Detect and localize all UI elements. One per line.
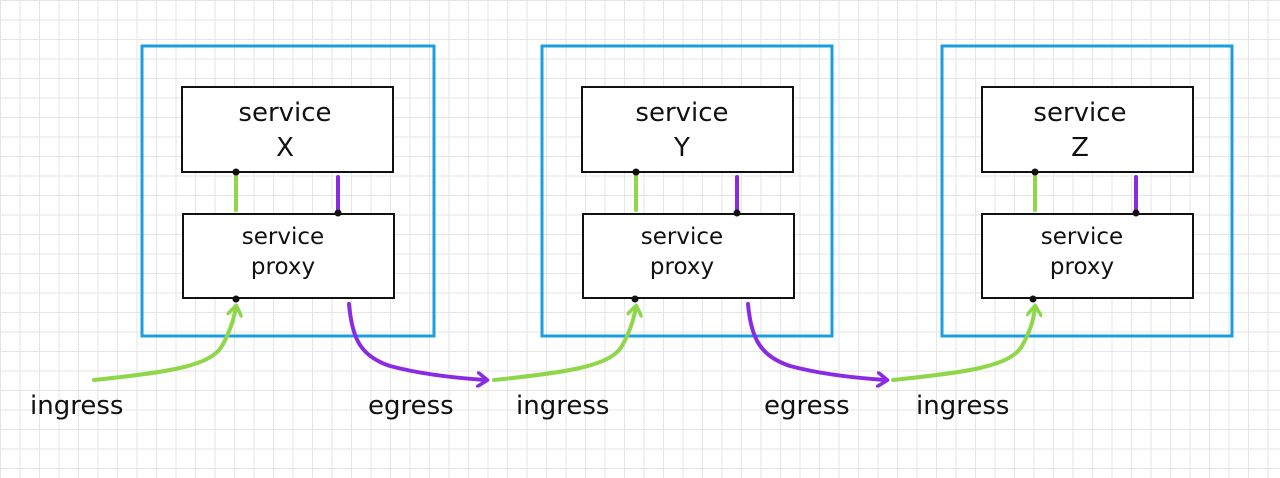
service-group-y: service Y service proxy: [540, 44, 834, 338]
ingress-label: ingress: [916, 391, 1009, 421]
proxy-box: [981, 213, 1194, 299]
ingress-label: ingress: [516, 391, 609, 421]
service-name: Y: [673, 133, 690, 163]
ingress-arrow-x: [92, 307, 236, 382]
egress-arrow-x: [347, 302, 486, 380]
connector-dot: [232, 295, 240, 303]
connector-dot: [733, 209, 741, 217]
service-box-label: service: [1033, 98, 1126, 128]
service-group-x: service X service proxy: [140, 44, 436, 338]
proxy-label-line1: service: [1041, 224, 1123, 250]
proxy-box: [582, 213, 795, 299]
ingress-arrow-y: [492, 307, 636, 382]
service-box-label: service: [238, 98, 331, 128]
ingress-label: ingress: [30, 391, 123, 421]
connector-dot: [1132, 209, 1140, 217]
egress-label: egress: [368, 391, 454, 421]
proxy-label-line2: proxy: [650, 254, 714, 280]
connector-dot: [334, 209, 342, 217]
service-name: X: [276, 133, 294, 163]
proxy-label-line2: proxy: [1050, 254, 1114, 280]
proxy-label-line2: proxy: [251, 254, 315, 280]
connector-dot: [232, 168, 240, 176]
proxy-label-line1: service: [641, 224, 723, 250]
service-box: [981, 86, 1194, 173]
container-box: [540, 44, 834, 338]
service-name: Z: [1071, 133, 1089, 163]
egress-label: egress: [764, 391, 850, 421]
connector-dot: [1031, 168, 1039, 176]
service-group-z: service Z service proxy: [940, 44, 1234, 338]
connector-dot: [1029, 295, 1037, 303]
ingress-arrow-z: [891, 307, 1035, 382]
service-box: [181, 86, 394, 173]
egress-arrow-y: [746, 302, 886, 380]
proxy-box: [182, 213, 395, 299]
container-box: [140, 44, 436, 338]
connector-dot: [631, 295, 639, 303]
connector-dot: [632, 168, 640, 176]
container-box: [940, 44, 1234, 338]
proxy-label-line1: service: [242, 224, 324, 250]
service-box-label: service: [635, 98, 728, 128]
service-box: [581, 86, 794, 173]
